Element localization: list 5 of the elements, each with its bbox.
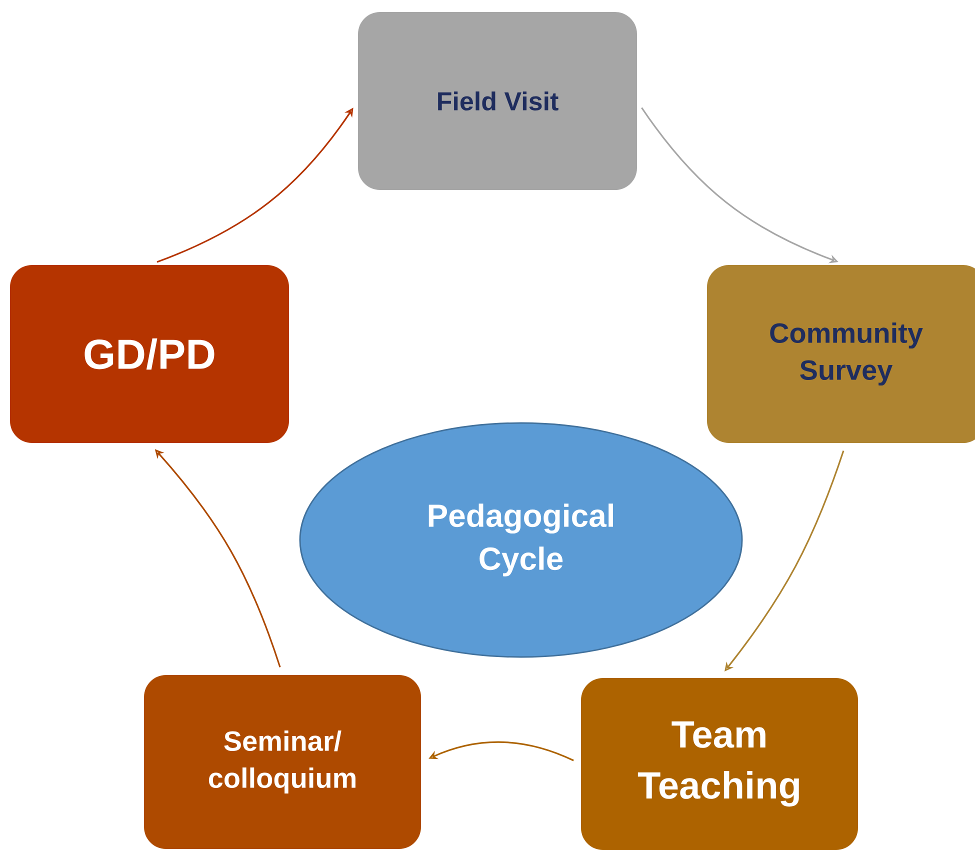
process-box: GD/PD: [10, 265, 289, 443]
process-box: Community Survey: [707, 265, 975, 443]
process-box: Seminar/ colloquium: [144, 675, 421, 849]
process-box: Field Visit: [358, 12, 637, 190]
process-box: Team Teaching: [581, 678, 858, 850]
